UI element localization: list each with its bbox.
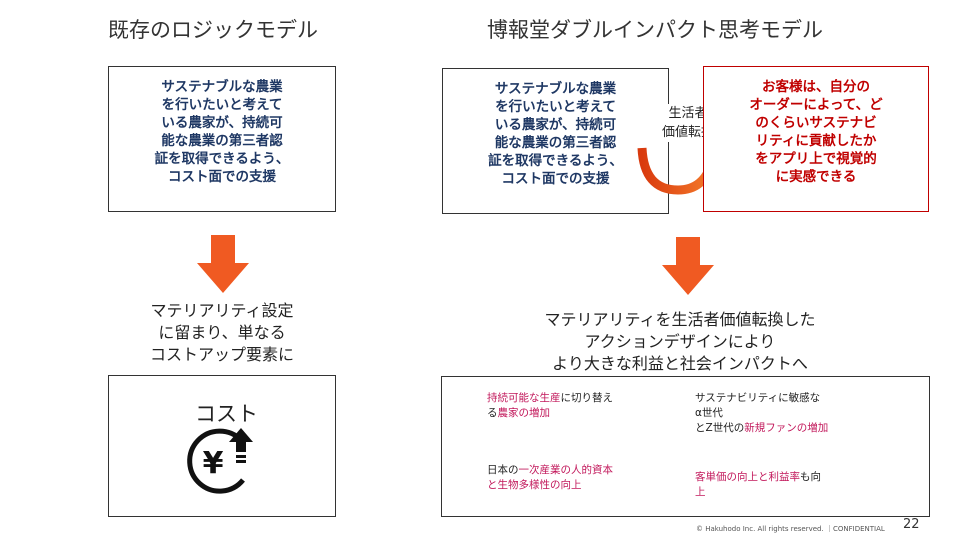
impact-farmers: 持続可能な生産に切り替え る農家の増加 <box>487 392 613 419</box>
page-number: 22 <box>903 517 920 532</box>
left-down-arrow-icon <box>197 235 249 293</box>
impact-human-capital: 日本の一次産業の人的資本 と生物多様性の向上 <box>487 464 613 491</box>
right-title: 博報堂ダブルインパクト思考モデル <box>487 18 823 42</box>
right-initiative-text: サステナブルな農業 を行いたいと考えて いる農家が、持続可 能な農業の第三者認 … <box>488 81 623 187</box>
impact-profit: 客単価の向上と利益率も向 上 <box>695 471 821 498</box>
right-result-text: マテリアリティを生活者価値転換した アクションデザインにより より大きな利益と社… <box>544 310 816 373</box>
left-initiative-box: サステナブルな農業 を行いたいと考えて いる農家が、持続可 能な農業の第三者認 … <box>108 66 336 212</box>
impact-new-fans: サステナビリティに敏感な α世代 とZ世代の新規ファンの増加 <box>695 392 829 434</box>
right-down-arrow-icon <box>662 237 714 295</box>
left-title: 既存のロジックモデル <box>108 18 318 42</box>
impacts-box: 持続可能な生産に切り替え る農家の増加 サステナビリティに敏感な α世代 とZ世… <box>441 376 930 517</box>
left-initiative-text: サステナブルな農業 を行いたいと考えて いる農家が、持続可 能な農業の第三者認 … <box>154 79 290 185</box>
yen-up-arrow-icon: ¥ <box>187 428 253 494</box>
left-cost-box: コスト ¥ <box>108 375 336 517</box>
right-initiative-box: サステナブルな農業 を行いたいと考えて いる農家が、持続可 能な農業の第三者認 … <box>442 68 669 214</box>
customer-experience-box: お客様は、自分の オーダーによって、ど のくらいサステナビ リティに貢献したか … <box>703 66 929 212</box>
left-result-text: マテリアリティ設定 に留まり、単なる コストアップ要素に <box>149 301 294 364</box>
footer-copyright: © Hakuhodo Inc. All rights reserved. ｜CO… <box>696 525 885 533</box>
customer-experience-text: お客様は、自分の オーダーによって、ど のくらいサステナビ リティに貢献したか … <box>749 79 883 185</box>
cost-label: コスト <box>195 402 258 426</box>
svg-text:¥: ¥ <box>203 446 224 481</box>
